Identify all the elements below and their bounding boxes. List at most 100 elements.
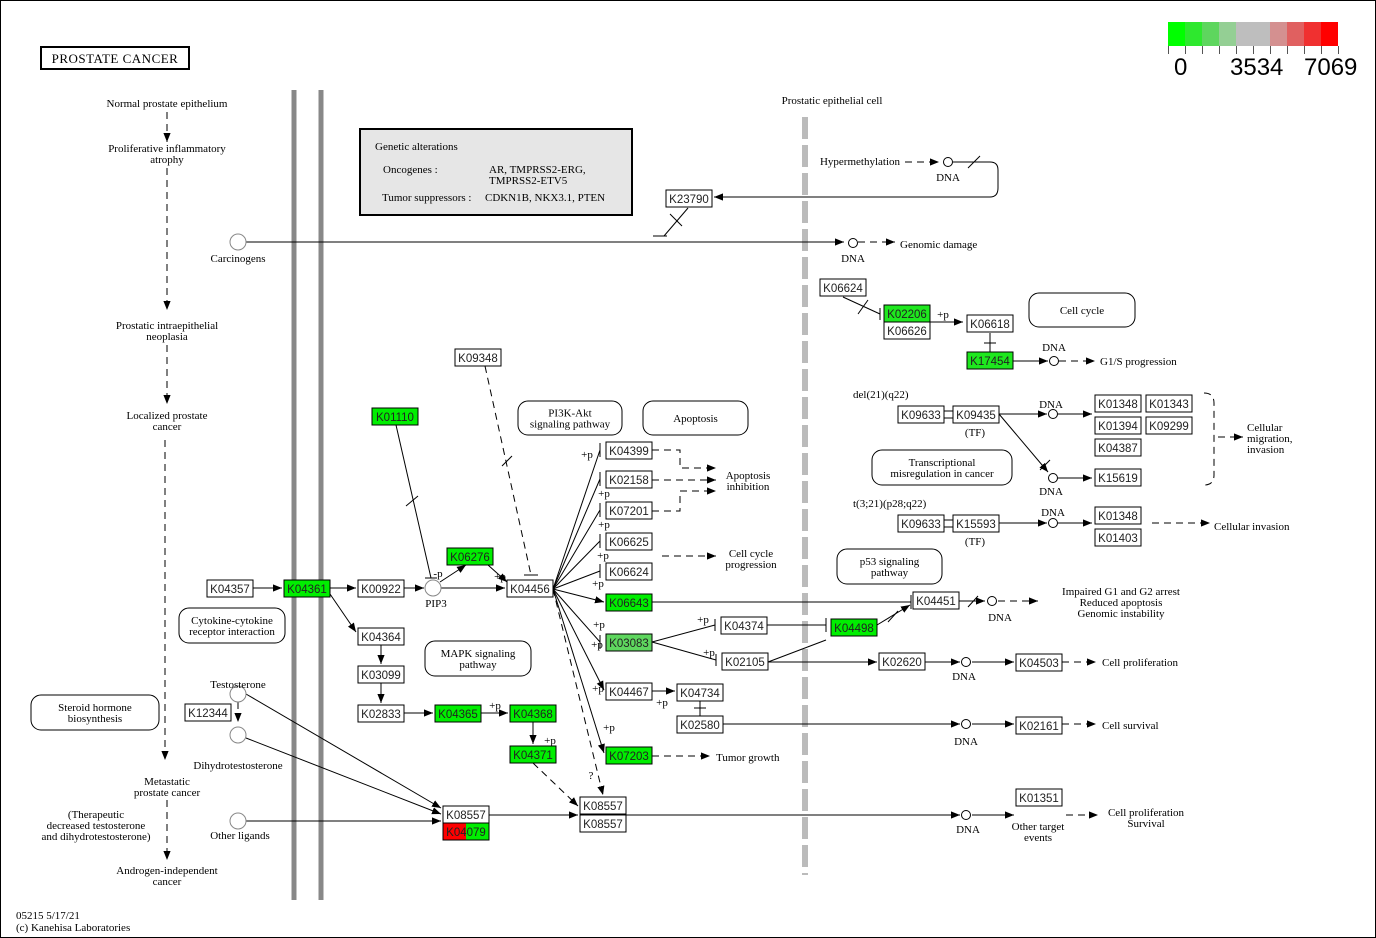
gene-node-k02105[interactable]: K02105 [721, 652, 769, 671]
gene-node-k06618[interactable]: K06618 [966, 314, 1014, 333]
gene-node-k02620[interactable]: K02620 [878, 652, 926, 671]
indirect-mark [405, 495, 419, 507]
gene-node-k03099[interactable]: K03099 [357, 665, 405, 684]
gene-node-k01110[interactable]: K01110 [371, 407, 419, 426]
compound-other[interactable] [229, 812, 247, 830]
gene-node-box [506, 579, 554, 598]
compound-carcinogens[interactable] [229, 233, 247, 251]
gene-node-k04734[interactable]: K04734 [676, 683, 724, 702]
phosphorylation-label: +p [489, 700, 501, 712]
gene-node-k09299[interactable]: K09299 [1145, 416, 1193, 435]
interaction-edge [663, 207, 689, 237]
gene-node-k09633[interactable]: K09633 [897, 514, 945, 533]
gene-node-k06276[interactable]: K06276 [446, 547, 494, 566]
gene-node-k08557[interactable]: K08557 [579, 796, 627, 815]
gene-node-k02833[interactable]: K02833 [357, 704, 405, 723]
gene-node-box [1094, 468, 1142, 487]
gene-node-k04365[interactable]: K04365 [434, 704, 482, 723]
gene-node-box [720, 616, 768, 635]
gene-node-box [830, 618, 878, 637]
map-title: PROSTATE CANCER [40, 46, 190, 70]
oncogenes-line1: AR, TMPRSS2-ERG, [489, 164, 586, 176]
gene-node-k12344[interactable]: K12344 [184, 703, 232, 722]
legend-swatch [1287, 22, 1304, 46]
gene-node-k01343[interactable]: K01343 [1145, 394, 1193, 413]
gene-node-label: K04371 [513, 750, 553, 762]
gene-node-k04371[interactable]: K04371 [509, 745, 557, 764]
gene-node-k15619[interactable]: K15619 [1094, 468, 1142, 487]
legend-swatch [1270, 22, 1287, 46]
gene-node-k07203[interactable]: K07203 [605, 746, 653, 765]
outcome-label: Cell proliferation [1102, 657, 1179, 669]
gene-node-k03083[interactable]: K03083 [605, 633, 653, 652]
gene-node-k01348[interactable]: K01348 [1094, 506, 1142, 525]
gene-node-label: K02158 [609, 475, 649, 487]
gene-node-k08557[interactable]: K08557 [579, 814, 627, 833]
gene-node-k09348[interactable]: K09348 [454, 348, 502, 367]
gene-node-k04451[interactable]: K04451 [912, 591, 960, 610]
dna-label: DNA [988, 612, 1012, 624]
gene-node-k17454[interactable]: K17454 [966, 351, 1014, 370]
gene-node-box [1015, 716, 1063, 735]
dna-node [961, 657, 971, 667]
gene-node-k04368[interactable]: K04368 [509, 704, 557, 723]
gene-node-k01403[interactable]: K01403 [1094, 528, 1142, 547]
gene-node-k04374[interactable]: K04374 [720, 616, 768, 635]
gene-node-k06625[interactable]: K06625 [605, 532, 653, 551]
gene-node-k04503[interactable]: K04503 [1015, 653, 1063, 672]
compound-testosterone[interactable] [229, 685, 247, 703]
gene-node-k06624[interactable]: K06624 [605, 562, 653, 581]
gene-node-k01348[interactable]: K01348 [1094, 394, 1142, 413]
gene-node-k06643[interactable]: K06643 [605, 593, 653, 612]
gene-node-k04357[interactable]: K04357 [206, 579, 254, 598]
gene-node-k02161[interactable]: K02161 [1015, 716, 1063, 735]
gene-node-k07201[interactable]: K07201 [605, 501, 653, 520]
gene-node-k04498[interactable]: K04498 [830, 618, 878, 637]
gene-node-label: K04361 [287, 584, 327, 596]
gene-node-k23790[interactable]: K23790 [665, 189, 713, 208]
gene-node-box [605, 682, 653, 701]
gene-node-k04364[interactable]: K04364 [357, 627, 405, 646]
gene-node-k04387[interactable]: K04387 [1094, 438, 1142, 457]
group-bracket [1203, 392, 1215, 486]
gene-node-label: K09633 [901, 410, 941, 422]
gene-node-k09435[interactable]: K09435 [952, 405, 1000, 424]
gene-node-k01394[interactable]: K01394 [1094, 416, 1142, 435]
pathway-link-apoptosis[interactable]: Apoptosis [642, 400, 749, 436]
gene-node-k06624[interactable]: K06624 [819, 278, 867, 297]
gene-node-k09633[interactable]: K09633 [897, 405, 945, 424]
gene-node-k06626[interactable]: K06626 [883, 321, 931, 340]
gene-node-k01351[interactable]: K01351 [1015, 788, 1063, 807]
gene-node-k04467[interactable]: K04467 [605, 682, 653, 701]
gene-node-k04456[interactable]: K04456 [506, 579, 554, 598]
gene-node-box [605, 746, 653, 765]
outcome-label: Tumor growth [716, 752, 780, 764]
gene-node-k08557[interactable]: K08557 [442, 805, 490, 824]
gene-node-k02206[interactable]: K02206 [883, 304, 931, 323]
gene-node-k00922[interactable]: K00922 [357, 579, 405, 598]
gene-node-label: K02161 [1019, 721, 1059, 733]
gene-node-k04361[interactable]: K04361 [283, 579, 331, 598]
pathway-link-cellcycle[interactable]: Cell cycle [1028, 292, 1136, 328]
indirect-mark [887, 610, 899, 623]
gene-node-k02158[interactable]: K02158 [605, 470, 653, 489]
gene-node-label: K04079 [446, 827, 486, 839]
gene-node-k15593[interactable]: K15593 [952, 514, 1000, 533]
legend-tick [1168, 46, 1169, 54]
gene-node-k04399[interactable]: K04399 [605, 441, 653, 460]
gene-node-k04079[interactable]: K04079 [442, 822, 490, 841]
dephosphorylation-label: -p [433, 568, 443, 580]
compound-dht[interactable] [229, 726, 247, 744]
gene-node-label: K06643 [609, 598, 649, 610]
gene-node-k02580[interactable]: K02580 [676, 715, 724, 734]
compound-pip3[interactable] [424, 579, 442, 597]
